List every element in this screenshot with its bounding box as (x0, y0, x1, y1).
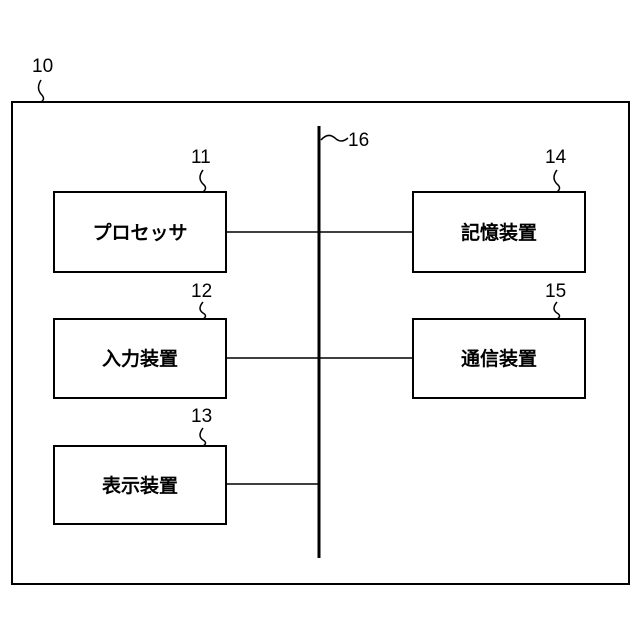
communication-ref-label: 15 (545, 281, 566, 302)
display-ref-label: 13 (191, 406, 212, 427)
processor-ref-leader (200, 170, 206, 192)
input-ref-label: 12 (191, 281, 212, 302)
display-device-label: 表示装置 (102, 474, 178, 497)
display-ref-leader (200, 428, 206, 446)
communication-device-label: 通信装置 (461, 347, 537, 370)
storage-ref-label: 14 (545, 147, 567, 168)
input-device-label: 入力装置 (102, 347, 178, 370)
input-ref-leader (200, 302, 206, 319)
bus-ref-label: 16 (348, 130, 369, 151)
processor-label: プロセッサ (92, 221, 187, 244)
device-ref-label: 10 (32, 56, 53, 77)
storage-ref-leader (554, 170, 560, 192)
processor-ref-label: 11 (191, 147, 211, 168)
bus-ref-leader (321, 135, 348, 141)
storage-device-label: 記憶装置 (461, 221, 537, 244)
communication-ref-leader (554, 302, 560, 319)
device-ref-leader (39, 80, 44, 102)
